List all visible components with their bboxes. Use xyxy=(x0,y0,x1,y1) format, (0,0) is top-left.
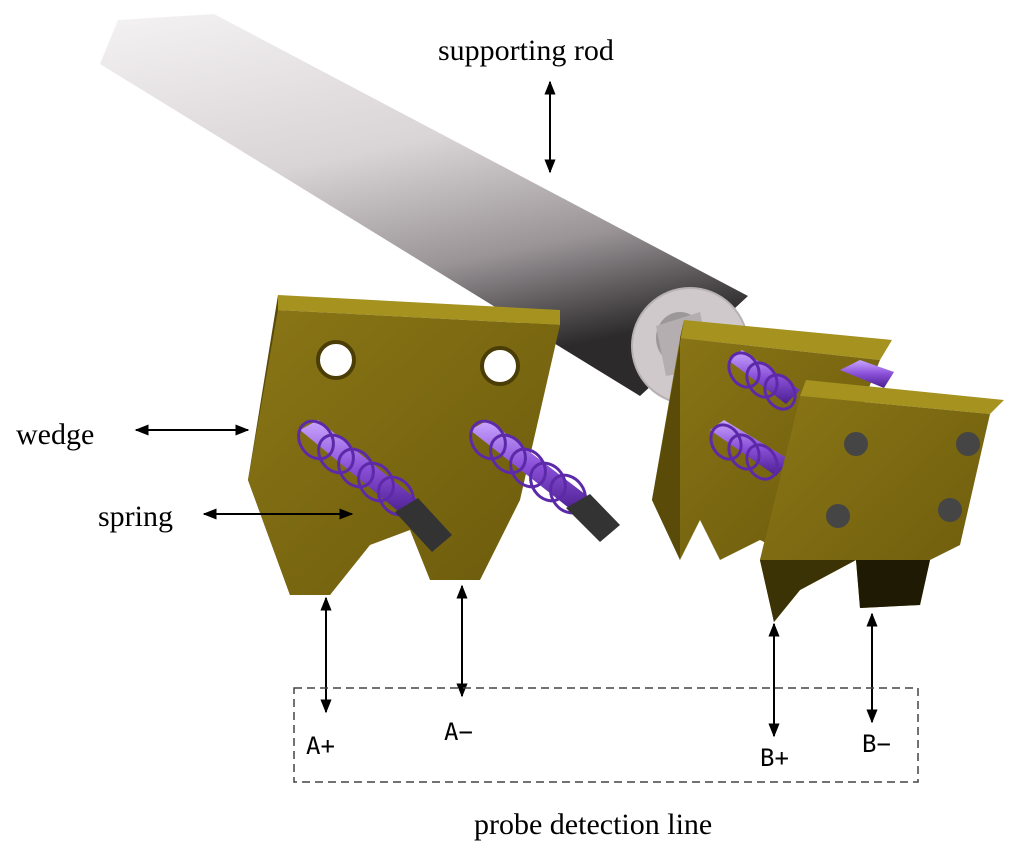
spring-left-2 xyxy=(469,419,620,542)
label-probe-detection-line: probe detection line xyxy=(474,808,712,841)
wedge-right-front xyxy=(760,380,1004,622)
spring-right-1 xyxy=(727,350,800,411)
label-wedge: wedge xyxy=(16,418,94,451)
label-a-minus: A− xyxy=(444,718,473,746)
spring-right-2 xyxy=(709,420,790,481)
label-b-minus: B− xyxy=(862,730,891,758)
spring-left-1 xyxy=(297,419,452,552)
spring-right-3 xyxy=(840,360,894,388)
detection-line-box xyxy=(293,687,919,783)
label-a-plus: A+ xyxy=(306,732,335,760)
label-b-plus: B+ xyxy=(760,744,789,772)
annotation-arrows xyxy=(134,80,878,738)
label-supporting-rod: supporting rod xyxy=(438,34,614,67)
wedge-left xyxy=(248,295,560,595)
label-spring: spring xyxy=(98,500,173,533)
